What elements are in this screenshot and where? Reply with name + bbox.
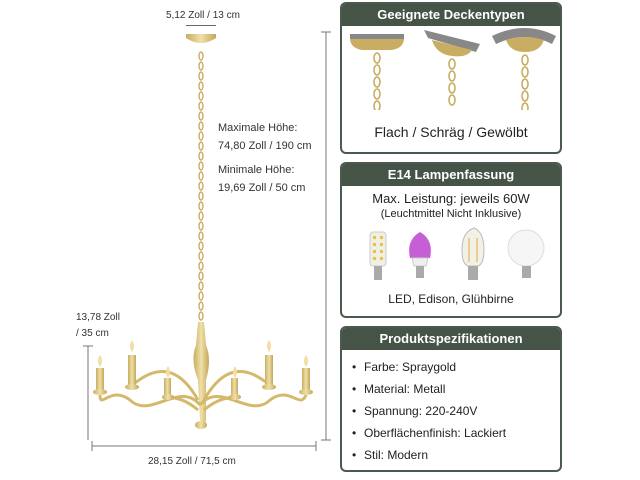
spec-style: Stil: Modern xyxy=(352,444,560,466)
max-height-label: Maximale Höhe: xyxy=(218,122,298,134)
bulbs-not-included-note: (Leuchtmittel Nicht Inklusive) xyxy=(380,208,522,220)
side-dimension-line xyxy=(83,345,93,440)
bottom-dimension-line xyxy=(91,441,317,451)
ceiling-canopy xyxy=(186,34,216,43)
led-corn-bulb-icon xyxy=(369,231,387,280)
vaulted-ceiling-icon xyxy=(492,28,556,110)
sloped-ceiling-icon xyxy=(424,30,480,106)
bulb-types-caption: LED, Edison, Glühbirne xyxy=(388,292,514,306)
chain xyxy=(198,51,204,321)
max-height-value: 74,80 Zoll / 190 cm xyxy=(218,140,312,152)
socket-panel: E14 Lampenfassung Max. Leistung: jeweils… xyxy=(340,162,562,318)
max-power-text: Max. Leistung: jeweils 60W xyxy=(372,191,530,206)
edison-bulb-icon xyxy=(461,227,485,280)
candle-holders xyxy=(93,340,313,400)
bottom-dimension-label: 28,15 Zoll / 71,5 cm xyxy=(148,456,236,467)
color-smart-bulb-icon xyxy=(409,232,431,278)
side-dimension-label-1: 13,78 Zoll xyxy=(76,312,120,323)
flat-ceiling-icon xyxy=(350,34,404,110)
ceiling-types-caption: Flach / Schräg / Gewölbt xyxy=(374,124,528,140)
globe-bulb-icon xyxy=(507,229,545,278)
spec-voltage: Spannung: 220-240V xyxy=(352,400,560,422)
min-height-label: Minimale Höhe: xyxy=(218,164,295,176)
spec-material: Material: Metall xyxy=(352,378,560,400)
min-height-value: 19,69 Zoll / 50 cm xyxy=(218,182,306,194)
socket-title: E14 Lampenfassung xyxy=(342,164,560,186)
ceiling-types-panel: Geeignete Deckentypen Flach / Schräg xyxy=(340,2,562,154)
top-dimension-label: 5,12 Zoll / 13 cm xyxy=(166,10,240,21)
spec-finish: Oberflächenfinish: Lackiert xyxy=(352,422,560,444)
bulb-types-illustration xyxy=(369,227,545,280)
specifications-panel: Produktspezifikationen Farbe: Spraygold … xyxy=(340,326,562,472)
specifications-title: Produktspezifikationen xyxy=(342,328,560,350)
chandelier-illustration xyxy=(83,31,331,451)
ceiling-types-title: Geeignete Deckentypen xyxy=(342,4,560,26)
specifications-list: Farbe: Spraygold Material: Metall Spannu… xyxy=(342,356,560,466)
ceiling-types-illustration xyxy=(350,28,556,110)
top-dimension-line xyxy=(186,25,216,26)
height-dimension-line xyxy=(321,31,331,441)
spec-color: Farbe: Spraygold xyxy=(352,356,560,378)
side-dimension-label-2: / 35 cm xyxy=(76,328,109,339)
